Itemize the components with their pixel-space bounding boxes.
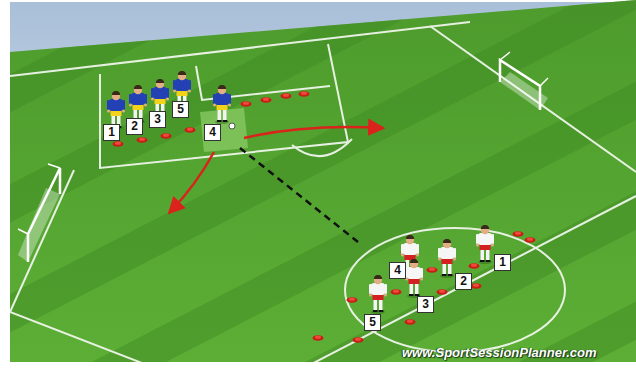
right-goal: [500, 52, 548, 110]
left-goal: [18, 164, 60, 262]
callout-number: 5: [172, 101, 189, 118]
callout-number: 5: [364, 314, 381, 331]
red-players: [369, 225, 494, 314]
callout-number: 3: [417, 296, 434, 313]
pitch-lines: [10, 22, 636, 370]
ball: [229, 123, 235, 129]
callout-number: 4: [389, 262, 406, 279]
callout-number: 4: [204, 124, 221, 141]
callout-number: 2: [126, 118, 143, 135]
pass-line: [240, 148, 358, 242]
callout-number: 2: [455, 273, 472, 290]
callout-number: 1: [494, 254, 511, 271]
run-arrows: [170, 127, 382, 212]
callout-number: 3: [149, 111, 166, 128]
watermark: www.SportSessionPlanner.com: [402, 345, 597, 361]
cones: [113, 91, 536, 343]
callout-number: 1: [103, 124, 120, 141]
